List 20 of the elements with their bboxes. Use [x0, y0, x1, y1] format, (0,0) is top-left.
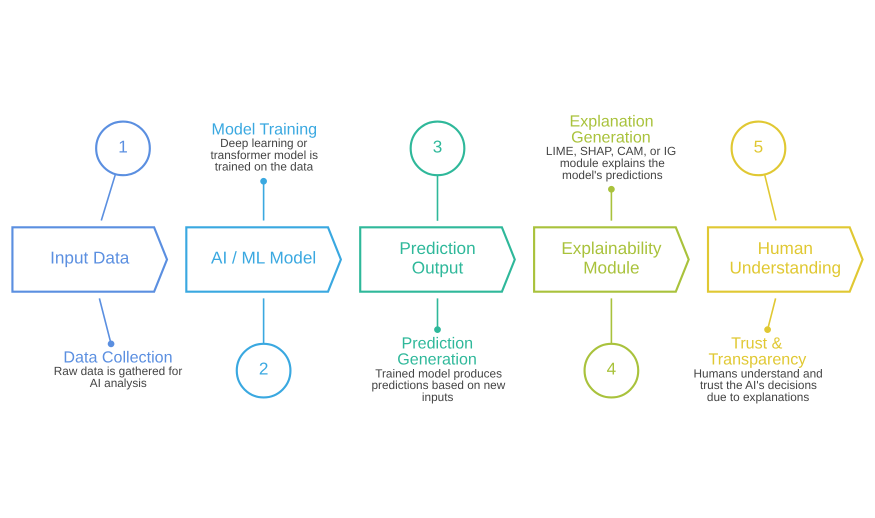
node-text: Explanation Generation LIME, SHAP, CAM, or IG module explains the model's predictions — [546, 112, 676, 182]
connector — [610, 298, 612, 343]
node-circle: 3 — [410, 120, 466, 176]
connector — [436, 174, 438, 220]
node-text: Data Collection Raw data is gathered for AI analysis — [54, 348, 182, 390]
connector — [764, 298, 776, 333]
connector — [434, 298, 441, 332]
node-circle: 1 — [95, 120, 151, 176]
node-circle: 2 — [236, 342, 292, 398]
node-circle: 4 — [583, 342, 640, 398]
connector — [764, 174, 777, 220]
connector — [260, 177, 267, 220]
connector — [100, 173, 116, 220]
node-text: Prediction Generation Trained model produces predictions based on new inputs — [371, 334, 506, 404]
node-text: Model Training Deep learning or transformer model is trained on the data — [210, 120, 318, 174]
node-circle: 5 — [730, 120, 786, 176]
connector — [98, 298, 114, 347]
connector — [608, 185, 615, 220]
node-text: Trust & Transparency Humans understand and trust the AI's decisions due to explanations — [694, 334, 823, 404]
connector — [262, 298, 264, 343]
